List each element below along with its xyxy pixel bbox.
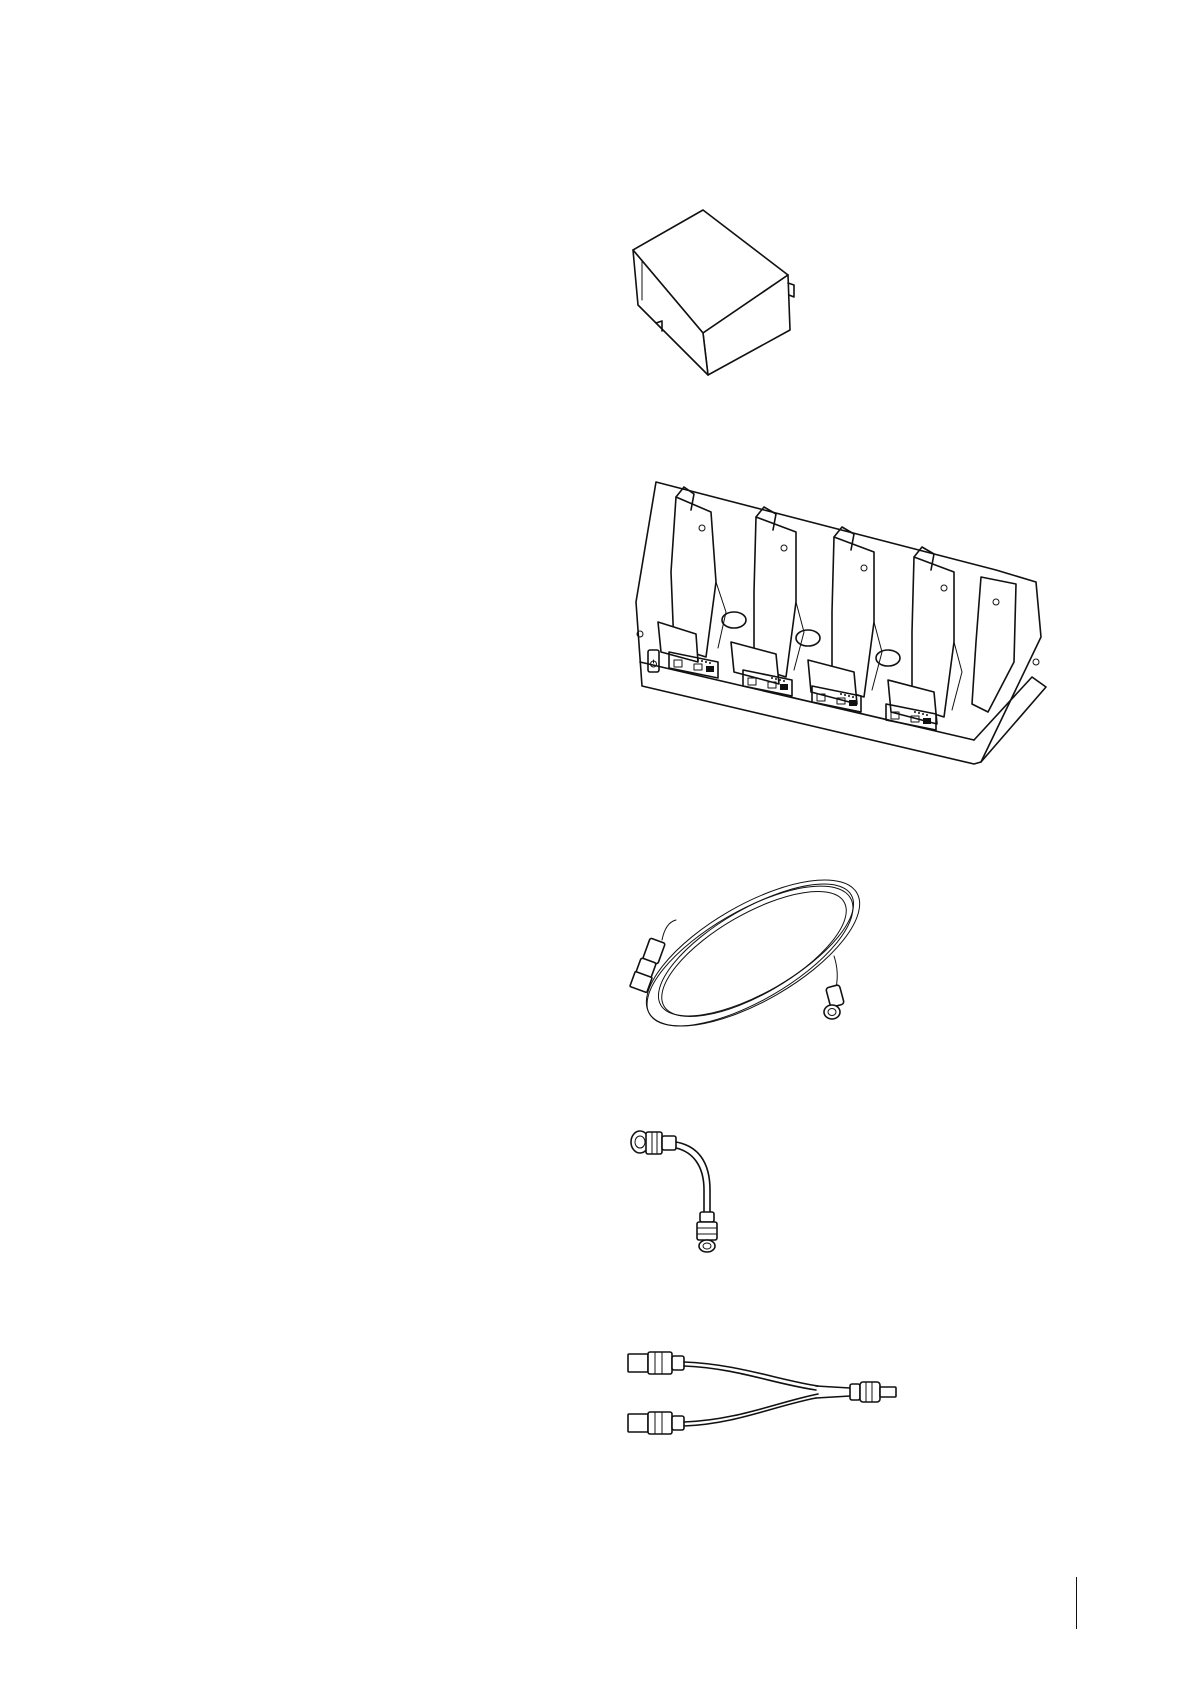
y-splitter-cable-icon xyxy=(628,1350,908,1450)
merged-cable-connector xyxy=(850,1382,896,1402)
battery-pack-illustration xyxy=(628,205,808,380)
bottom-adapter-connector xyxy=(697,1212,717,1252)
y-splitter-cable-illustration xyxy=(628,1350,908,1450)
page-margin-rule xyxy=(1076,1577,1077,1629)
battery-pack-icon xyxy=(628,205,808,380)
upper-split-connector xyxy=(628,1352,684,1374)
four-bay-charger-illustration xyxy=(636,472,1056,782)
top-adapter-connector xyxy=(631,1131,676,1154)
coiled-cable-icon xyxy=(628,868,878,1048)
short-adapter-cable-icon xyxy=(628,1128,748,1258)
multi-bay-charger-icon xyxy=(636,472,1056,782)
short-adapter-cable-illustration xyxy=(628,1128,748,1258)
right-cable-connector xyxy=(824,956,844,1019)
coiled-connector-cable-illustration xyxy=(628,868,878,1048)
lower-split-connector xyxy=(628,1412,684,1434)
left-cable-connector xyxy=(630,920,676,993)
